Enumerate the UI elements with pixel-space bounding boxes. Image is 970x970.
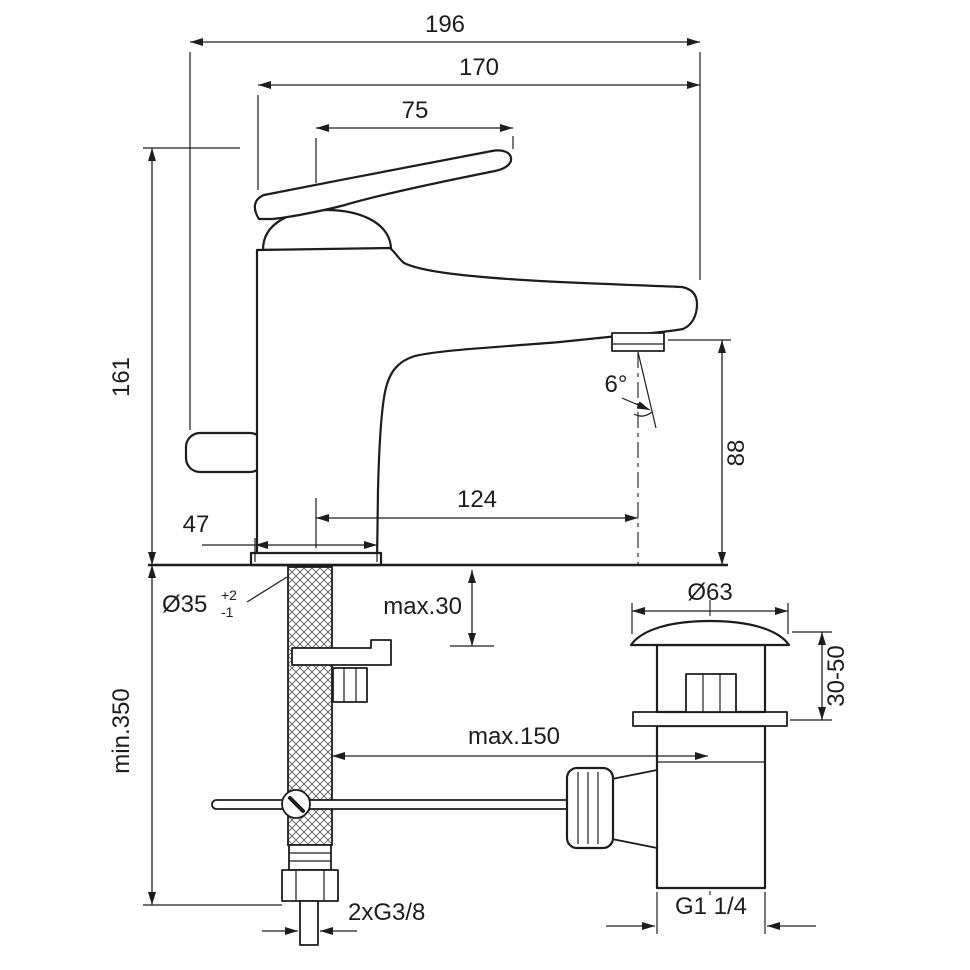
dim-supply-thread-label: 2xG3/8: [348, 899, 425, 926]
dim-deck-group: max.30: [383, 570, 494, 647]
dim-196-group: 196: [189, 11, 701, 430]
dim-rod-group: max.150: [332, 723, 708, 760]
dim-flange-diameter-label: Ø63: [687, 579, 732, 606]
dim-mount-hole-tol-plus: +2: [221, 587, 237, 603]
dim-124-group: 124: [315, 486, 638, 548]
faucet-lever-handle: [253, 149, 513, 221]
hose-ferrule: [288, 844, 332, 871]
dim-handle-label: 75: [402, 97, 429, 124]
dim-mount-hole-tol-minus: -1: [221, 604, 234, 620]
dim-hose-group: min.350: [108, 565, 282, 906]
dim-adjust-group: 30-50: [790, 631, 850, 721]
faucet-body-group: [184, 149, 699, 567]
waste-top-flange: [629, 619, 791, 647]
dim-adjust-range-label: 30-50: [823, 645, 850, 706]
waste-slot-box: [685, 673, 737, 713]
dim-rod-reach-label: max.150: [468, 723, 560, 750]
hose-end-fitting-group: [281, 844, 339, 946]
supply-hose-group: [287, 566, 392, 846]
angle-arc: [633, 411, 653, 417]
dim-170-group: 170: [257, 54, 700, 190]
dim-height-label: 161: [108, 357, 135, 397]
flex-hose-braid: [287, 566, 333, 846]
dim-angle-group: 6°: [605, 351, 657, 565]
faucet-rear-paddle: [184, 431, 266, 474]
dim-hose-length-label: min.350: [108, 688, 135, 773]
fixing-washer-plate: [291, 639, 392, 666]
dim-mount-hole-label: Ø35: [162, 591, 207, 618]
popup-rod: [211, 799, 589, 810]
dim-88-group: 88: [668, 339, 750, 565]
dim-75-group: 75: [315, 97, 514, 183]
popup-rod-group: [211, 789, 589, 819]
fixing-nut: [332, 667, 368, 703]
dim-hole-group: Ø35 +2 -1: [162, 576, 288, 620]
dim-waste-thread-group: G1 1/4: [606, 892, 816, 934]
spout-outlet: [611, 332, 665, 352]
dim-161-group: 161: [108, 147, 240, 565]
hose-thread-tube: [299, 900, 319, 946]
dim-reach-label: 124: [457, 486, 497, 513]
faucet-base-plate: [249, 551, 383, 567]
waste-assembly-group: [565, 600, 791, 898]
dim-spout-angle-label: 6°: [605, 371, 628, 398]
rod-joint-cone: [611, 769, 658, 849]
dim-base-width-label: 47: [183, 511, 210, 538]
dim-47-group: 47: [183, 511, 378, 562]
waste-seal-washer: [632, 711, 788, 727]
dim-overall-width-label: 196: [425, 11, 465, 38]
rod-joint-knurled-nut: [565, 766, 615, 850]
dim-waste-thread-label: G1 1/4: [675, 893, 747, 920]
dim-supply-thread-group: 2xG3/8: [262, 899, 425, 935]
stream-angled-line: [637, 351, 657, 429]
waste-tailpiece: [655, 724, 767, 890]
dim-flange-group: Ø63: [631, 579, 789, 634]
dim-body-to-spout-label: 170: [459, 54, 499, 81]
dim-deck-thickness-label: max.30: [383, 593, 462, 620]
hose-nut: [281, 869, 339, 902]
rod-clamp-slot: [288, 796, 305, 813]
faucet-body-spout: [255, 246, 699, 567]
dim-outlet-height-label: 88: [723, 440, 750, 467]
